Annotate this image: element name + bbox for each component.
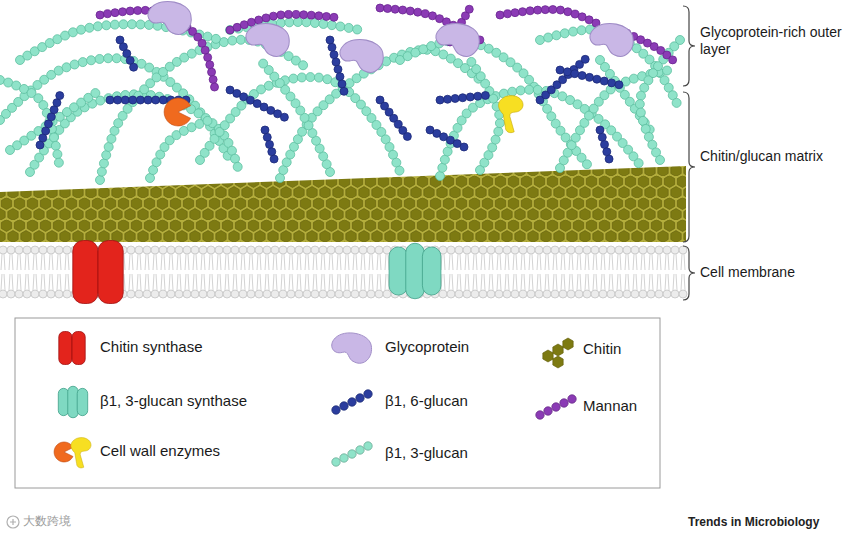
glucan-network bbox=[0, 4, 685, 185]
legend-swatch bbox=[327, 328, 377, 368]
legend-text: β1, 3-glucan synthase bbox=[100, 392, 247, 410]
legend-swatch bbox=[327, 434, 377, 474]
legend-text: Chitin bbox=[583, 340, 621, 358]
legend-swatch bbox=[47, 382, 97, 422]
wall-layers bbox=[0, 1, 695, 303]
legend-text: β1, 3-glucan bbox=[385, 444, 468, 462]
layer-label: Glycoprotein-rich outer layer bbox=[700, 24, 842, 58]
layer-label: Chitin/glucan matrix bbox=[700, 148, 830, 165]
legend-text: Mannan bbox=[583, 397, 637, 415]
watermark-logo bbox=[7, 516, 19, 528]
watermark: 大数跨境 bbox=[23, 514, 71, 528]
legend-text: β1, 6-glucan bbox=[385, 392, 468, 410]
legend-swatch bbox=[327, 382, 377, 422]
legend-text: Cell wall enzymes bbox=[100, 442, 220, 460]
legend-swatch bbox=[531, 387, 581, 427]
legend-text: Chitin synthase bbox=[100, 338, 203, 356]
glycoproteins bbox=[148, 1, 633, 72]
legend-swatch bbox=[47, 328, 97, 368]
layer-label: Cell membrane bbox=[700, 264, 840, 281]
legend-box bbox=[15, 318, 660, 488]
legend-text: Glycoprotein bbox=[385, 338, 469, 356]
cell-wall-enzymes bbox=[164, 96, 523, 133]
layer-brackets bbox=[683, 6, 695, 300]
journal-credit: Trends in Microbiology bbox=[688, 515, 819, 529]
synthases bbox=[73, 241, 441, 304]
chitin-layer bbox=[0, 166, 686, 242]
legend-swatch bbox=[47, 432, 97, 472]
legend-swatch bbox=[533, 330, 583, 370]
